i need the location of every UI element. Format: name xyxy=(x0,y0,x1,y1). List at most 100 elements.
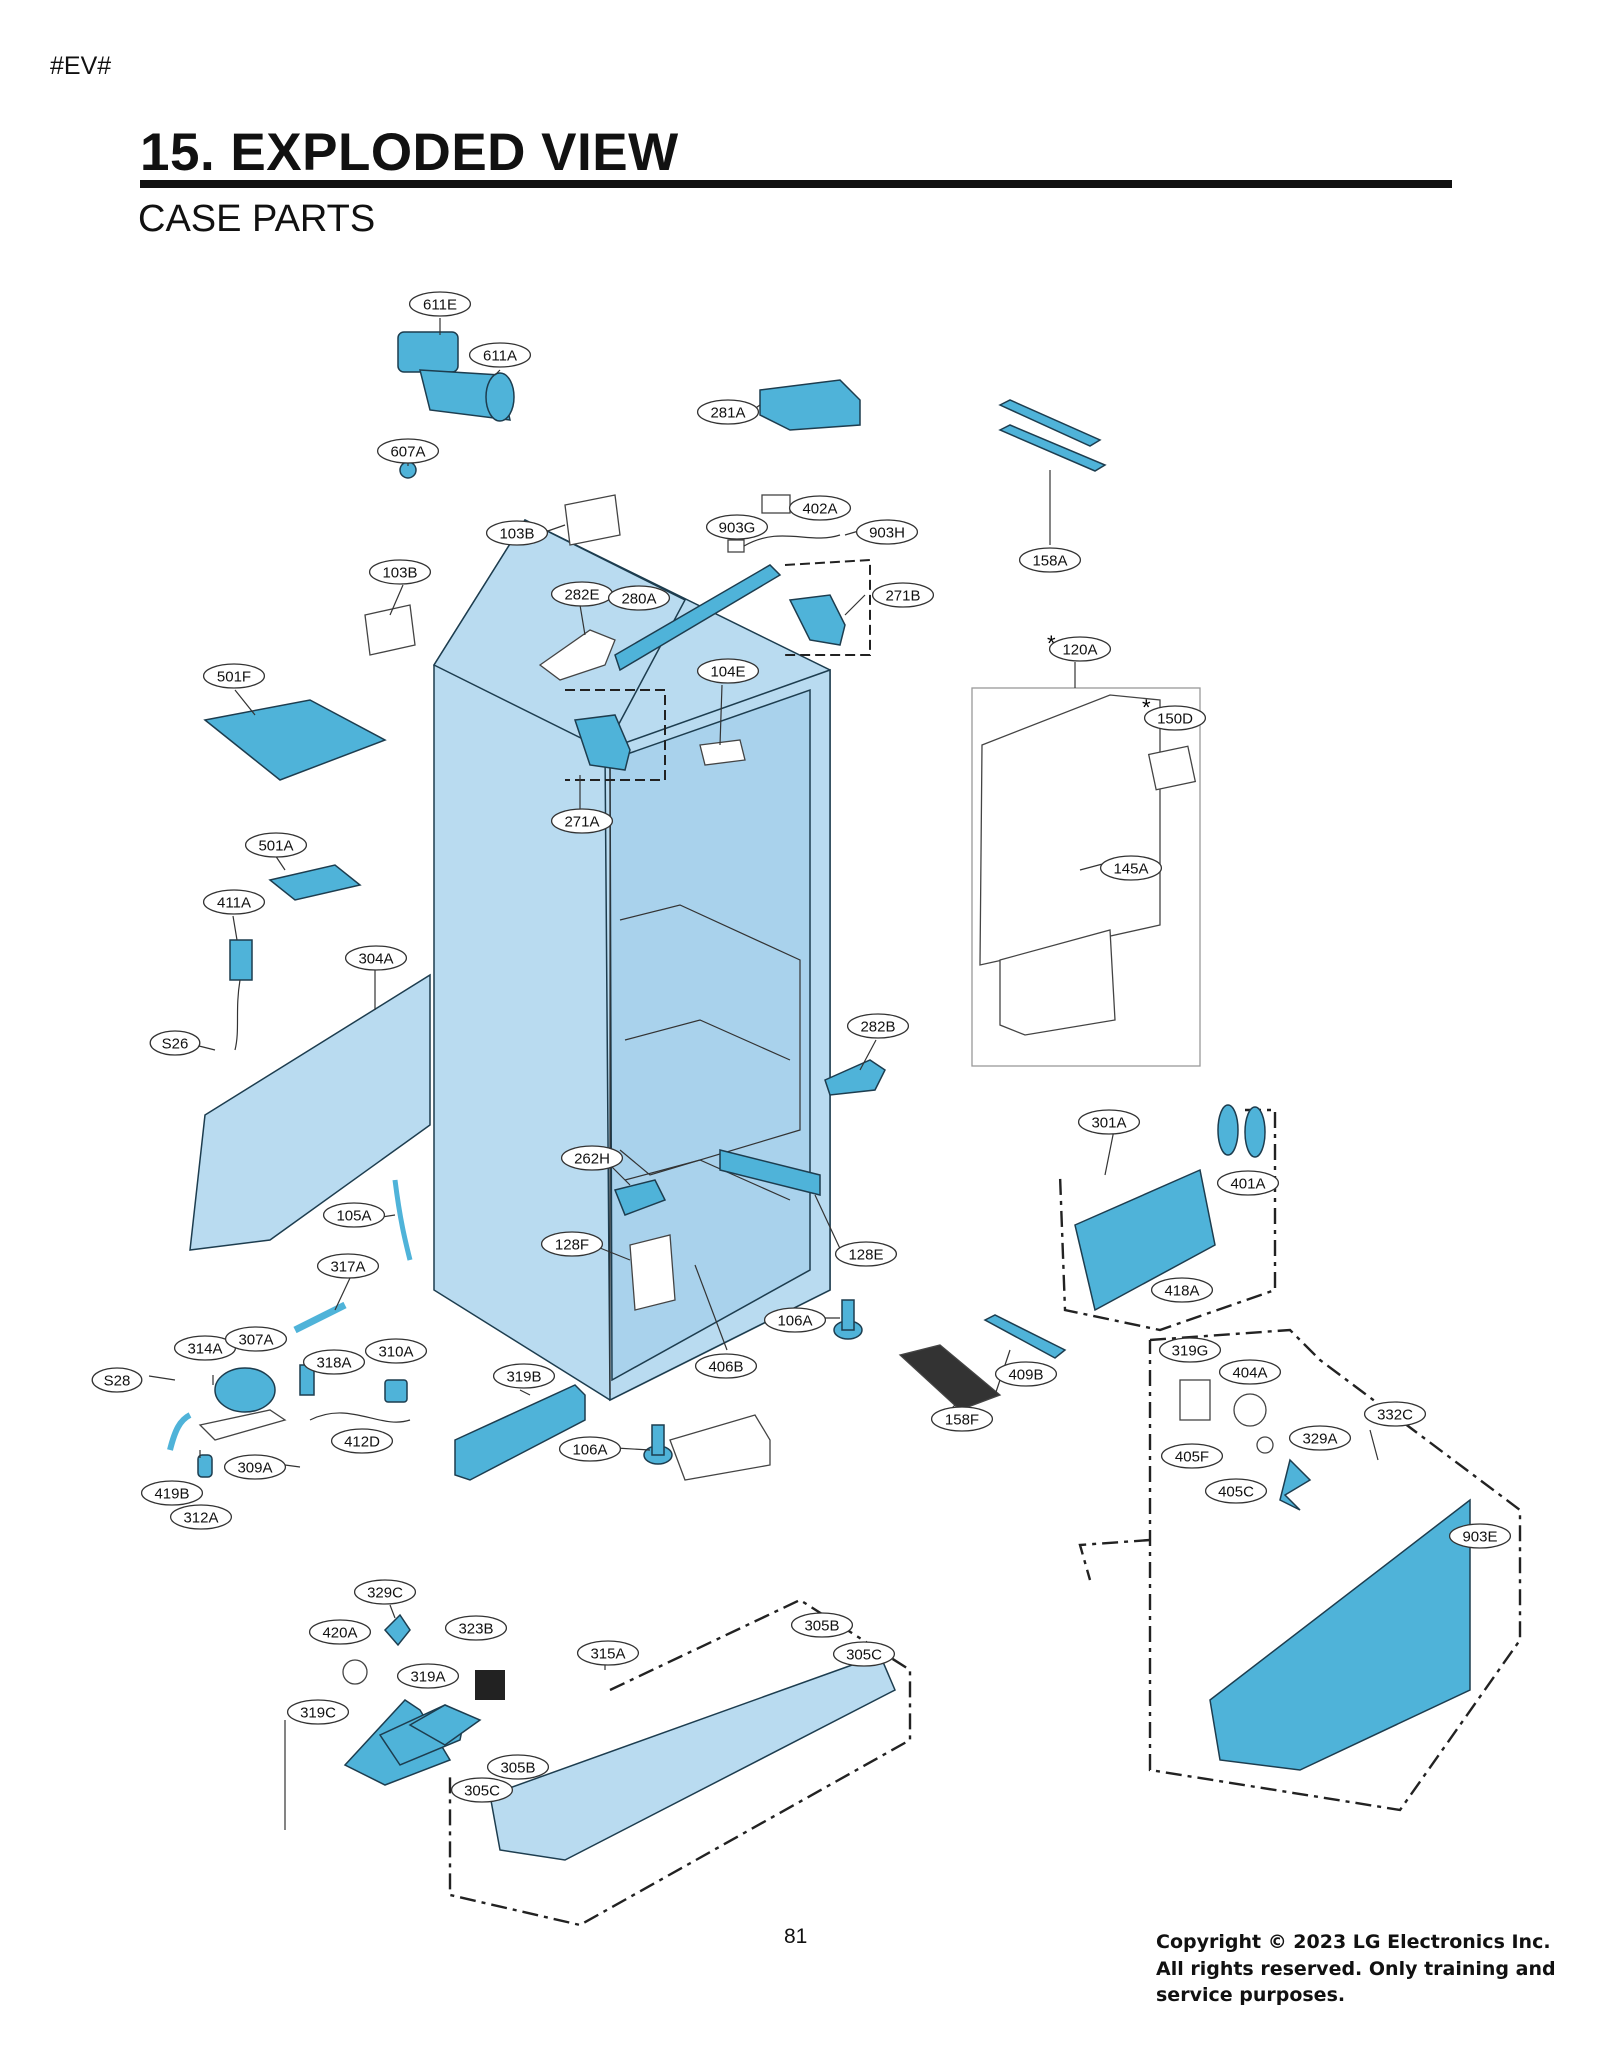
callout-label: 280A xyxy=(621,591,656,608)
callout-label: 401A xyxy=(1230,1176,1265,1193)
part-128F xyxy=(629,1234,676,1311)
callout-319G: 319G xyxy=(1158,1337,1222,1363)
callout-318A: 318A xyxy=(302,1349,366,1375)
callout-label: 315A xyxy=(590,1646,625,1663)
callout-label: 412D xyxy=(344,1434,380,1451)
hinge-282B xyxy=(824,1059,886,1096)
callout-label: 103B xyxy=(499,526,534,543)
title-rule xyxy=(140,180,1452,188)
callout-262H: 262H xyxy=(560,1145,624,1171)
bracket-262H xyxy=(613,1179,667,1216)
callout-label: 106A xyxy=(777,1313,812,1330)
strip-158A xyxy=(998,399,1107,545)
callout-label: 903H xyxy=(869,525,905,542)
callout-label: 282B xyxy=(860,1019,895,1036)
motor-420A xyxy=(342,1659,368,1685)
callout-412D: 412D xyxy=(330,1428,394,1454)
callout-label: 158A xyxy=(1032,553,1067,570)
callout-S28: S28 xyxy=(91,1367,143,1393)
callout-label: 262H xyxy=(574,1151,610,1168)
asterisk-150D: * xyxy=(1142,695,1151,720)
callout-label: 307A xyxy=(238,1332,273,1349)
part-103B-top xyxy=(564,494,621,546)
callout-label: 305C xyxy=(464,1783,500,1800)
callout-label: 319G xyxy=(1172,1343,1209,1360)
callout-319B: 319B xyxy=(492,1363,556,1389)
callout-309A: 309A xyxy=(223,1454,287,1480)
callout-304A: 304A xyxy=(344,945,408,971)
part-312A xyxy=(197,1454,213,1478)
part-406B xyxy=(669,1414,771,1481)
callout-label: S26 xyxy=(162,1036,189,1053)
callout-319C: 319C xyxy=(286,1699,350,1725)
callout-405C: 405C xyxy=(1204,1478,1268,1504)
callout-S26: S26 xyxy=(149,1030,201,1056)
callout-329A: 329A xyxy=(1288,1425,1352,1451)
callout-label: 305B xyxy=(500,1760,535,1777)
part-323B xyxy=(475,1670,505,1700)
callout-501A: 501A xyxy=(244,832,308,858)
back-cover-304A xyxy=(189,973,431,1251)
foot-106A-right xyxy=(833,1299,863,1340)
tray-501F xyxy=(203,699,387,781)
callout-label: 501A xyxy=(258,838,293,855)
callout-label: 312A xyxy=(183,1510,218,1527)
callout-label: 411A xyxy=(217,895,251,912)
callout-281A: 281A xyxy=(696,399,760,425)
sensor-402A xyxy=(761,494,791,514)
callout-332C: 332C xyxy=(1363,1401,1427,1427)
callout-312A: 312A xyxy=(169,1504,233,1530)
cover-281A xyxy=(759,379,861,431)
callout-label: 420A xyxy=(322,1625,357,1642)
tube-419B xyxy=(167,1412,192,1451)
callout-402A: 402A xyxy=(788,495,852,521)
hinge-271B xyxy=(784,558,871,656)
callout-label: 305B xyxy=(804,1618,839,1635)
evaporator-301A xyxy=(1058,1104,1277,1332)
callout-158F: 158F xyxy=(930,1406,994,1432)
wire-412D xyxy=(309,1412,411,1423)
part-128E xyxy=(719,1149,821,1196)
callout-903E: 903E xyxy=(1448,1523,1512,1549)
asterisk-120A: * xyxy=(1047,631,1056,656)
callout-282B: 282B xyxy=(846,1013,910,1039)
callout-103B-top: 103B xyxy=(485,520,549,546)
callout-607A: 607A xyxy=(376,438,440,464)
callout-103B-left: 103B xyxy=(368,559,432,585)
callout-271B: 271B xyxy=(871,582,935,608)
callout-128E: 128E xyxy=(834,1241,898,1267)
callout-405F: 405F xyxy=(1160,1443,1224,1469)
tube-105A xyxy=(392,1179,413,1261)
grille-158F xyxy=(898,1344,1002,1411)
callout-label: 281A xyxy=(710,405,745,422)
callout-label: 145A xyxy=(1113,861,1148,878)
callout-271A: 271A xyxy=(550,808,614,834)
callout-307A: 307A xyxy=(224,1326,288,1352)
callout-label: 128F xyxy=(555,1237,589,1254)
callout-120A: 120A xyxy=(1048,636,1112,662)
pcb-501A xyxy=(268,864,362,901)
callout-282E: 282E xyxy=(550,581,614,607)
callout-418A: 418A xyxy=(1150,1277,1214,1303)
callout-label: 104E xyxy=(710,664,745,681)
callout-label: 406B xyxy=(708,1359,743,1376)
water-filter xyxy=(397,331,515,422)
callout-145A: 145A xyxy=(1099,855,1163,881)
copyright-notice: Copyright © 2023 LG Electronics Inc. All… xyxy=(1156,1931,1556,2007)
callout-label: 106A xyxy=(572,1442,607,1459)
callout-128F: 128F xyxy=(540,1231,604,1257)
callout-label: 128E xyxy=(848,1247,883,1264)
callout-419B: 419B xyxy=(140,1480,204,1506)
callout-323B: 323B xyxy=(444,1615,508,1641)
callout-label: 501F xyxy=(217,669,251,686)
callout-305C-top: 305C xyxy=(832,1641,896,1667)
document-tag: #EV# xyxy=(50,52,112,80)
callout-305C-bottom: 305C xyxy=(450,1777,514,1803)
fan-329C xyxy=(383,1613,411,1647)
page-subtitle: CASE PARTS xyxy=(138,198,376,240)
base-315A xyxy=(448,1598,912,1927)
callout-280A: 280A xyxy=(607,585,671,611)
panel-120A xyxy=(971,687,1201,1067)
callout-301A: 301A xyxy=(1077,1109,1141,1135)
tray-319A xyxy=(408,1704,482,1746)
